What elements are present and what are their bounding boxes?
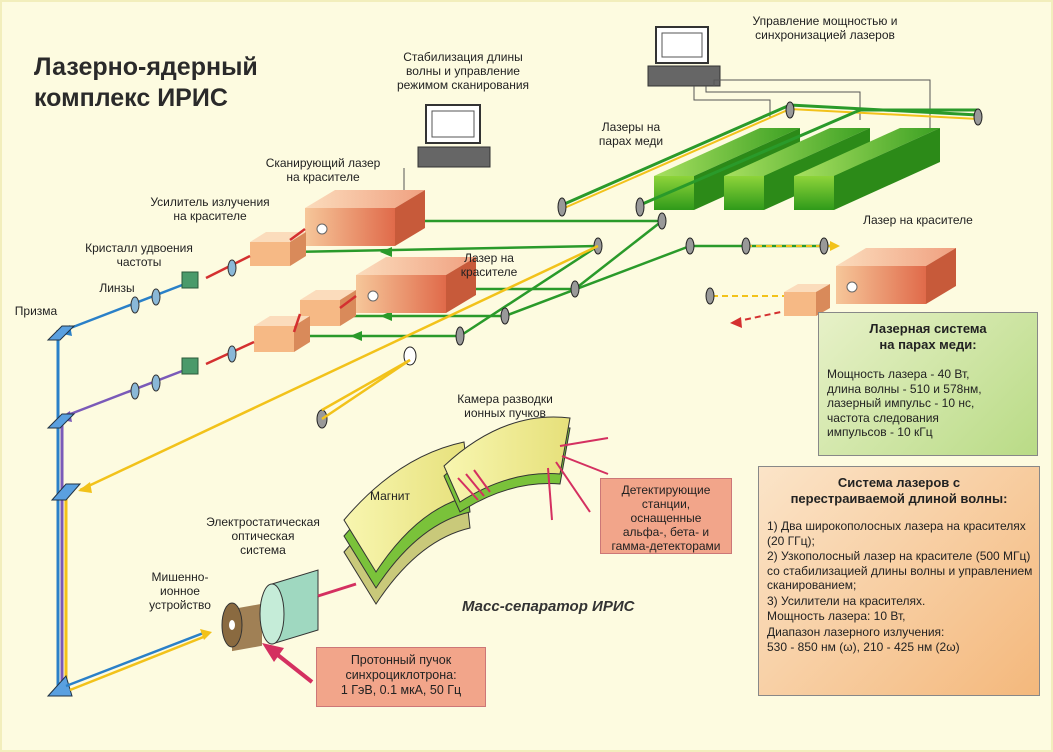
computer-icon-power <box>647 26 721 87</box>
magnet <box>343 441 471 605</box>
tunable-line: Диапазон лазерного излучения: <box>767 624 945 639</box>
tunable-laser-info-box: Система лазеров с перестраиваемой длиной… <box>758 466 1040 696</box>
title-line-2: комплекс ИРИС <box>34 84 228 112</box>
label-electrostatic-system: Электростатическая оптическая система <box>206 515 320 557</box>
computer-icon-stab <box>417 104 491 168</box>
detector-stations-box: Детектирующие станции, оснащенные альфа-… <box>600 478 732 554</box>
tunable-box-title: Система лазеров с перестраиваемой длиной… <box>790 475 1008 506</box>
tunable-line: 3) Усилители на красителях. <box>767 593 926 608</box>
detector-stations-text: Детектирующие станции, оснащенные альфа-… <box>611 483 721 553</box>
tunable-box-body: 1) Два широкополосных лазера на красител… <box>767 519 1039 655</box>
label-target-device: Мишенно- ионное устройство <box>149 570 211 612</box>
copper-lasers <box>654 128 940 210</box>
label-scanning-laser: Сканирующий лазер на красителе <box>265 156 381 184</box>
target-device <box>221 602 262 652</box>
proton-beam-box: Протонный пучок синхроциклотрона: 1 ГэВ,… <box>316 647 486 707</box>
electrostatic-system <box>259 569 319 645</box>
copper-box-title: Лазерная система на парах меди: <box>869 321 987 352</box>
title-line-1: Лазерно-ядерный <box>34 53 258 81</box>
copper-laser-info-box: Лазерная система на парах меди: Мощность… <box>818 312 1038 456</box>
label-magnet: Магнит <box>369 489 410 503</box>
label-amplifier: Усилитель излучения на красителе <box>150 195 270 223</box>
label-doubling-crystal: Кристалл удвоения частоты <box>85 241 193 269</box>
label-dye-laser-right: Лазер на красителе <box>863 213 973 227</box>
dye-laser-blocks <box>250 190 956 352</box>
tunable-line: 1) Два широкополосных лазера на красител… <box>767 519 1026 548</box>
label-lenses: Линзы <box>99 281 135 295</box>
tunable-line: 2) Узкополосный лазер на красителе (500 … <box>767 549 1033 592</box>
tunable-line: Мощность лазера: 10 Вт, <box>767 609 906 623</box>
label-ion-chamber: Камера разводки ионных пучков <box>457 392 553 420</box>
copper-box-body: Мощность лазера - 40 Вт, длина волны - 5… <box>827 367 982 439</box>
label-copper-lasers: Лазеры на парах меди <box>598 120 664 148</box>
label-power-control: Управление мощностью и синхронизацией ла… <box>752 14 898 42</box>
tunable-line: 530 - 850 нм (ω), 210 - 425 нм (2ω) <box>767 640 960 654</box>
label-mass-separator: Масс-сепаратор ИРИС <box>462 598 635 615</box>
label-prism: Призма <box>14 304 58 318</box>
label-wavelength-stabilization: Стабилизация длины волны и управление ре… <box>396 50 530 92</box>
label-dye-laser-mid: Лазер на красителе <box>460 251 518 279</box>
proton-beam-text: Протонный пучок синхроциклотрона: 1 ГэВ,… <box>340 653 462 697</box>
page-title: Лазерно-ядерный комплекс ИРИС <box>34 52 258 114</box>
prism-stack <box>46 325 82 697</box>
